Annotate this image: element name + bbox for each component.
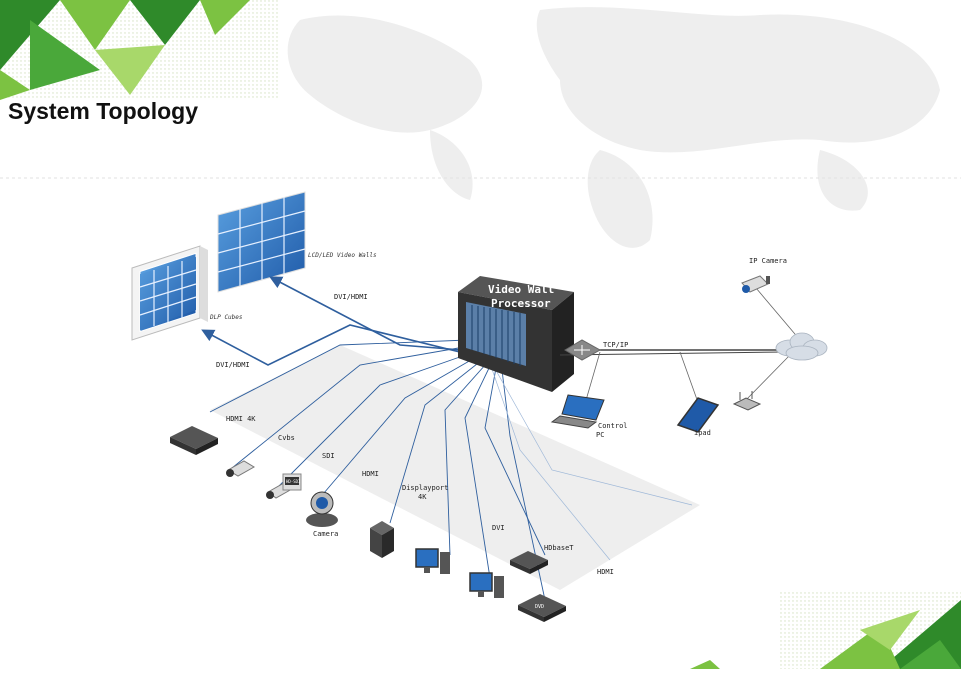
label-dvi-hdmi-top: DVI/HDMI — [334, 293, 368, 301]
processor-label-line2: Processor — [491, 297, 551, 310]
hdbaset-box-icon — [510, 551, 548, 574]
ip-camera-icon — [741, 275, 770, 293]
tower-pc-icon — [370, 521, 394, 558]
network-cloud — [775, 332, 828, 361]
dvd-player-icon: DVD — [518, 594, 566, 622]
hdmi-4k-source-icon — [170, 426, 218, 455]
label-displayport-1: Displayport — [402, 484, 448, 492]
label-tcp-ip: TCP/IP — [603, 341, 628, 349]
label-hdmi-4k: HDMI 4K — [226, 415, 256, 423]
label-ipad: ipad — [694, 429, 711, 437]
dvd-badge: DVD — [535, 604, 544, 610]
corner-decoration-top-left — [0, 0, 280, 100]
network-switch — [564, 339, 602, 361]
label-ip-camera: IP Camera — [749, 257, 787, 265]
ipad-icon — [676, 397, 720, 433]
label-control-pc-1: Control — [598, 422, 628, 430]
label-hdbaset: HDbaseT — [544, 544, 574, 552]
floor-plane — [210, 345, 700, 590]
wall-links — [201, 276, 487, 366]
input-links — [209, 339, 546, 601]
label-sdi: SDI — [322, 452, 335, 460]
processor-label-line1: Video Wall — [488, 283, 554, 296]
router-icon — [732, 391, 762, 411]
label-control-pc-2: PC — [596, 431, 604, 439]
monitor-displayport-icon — [415, 548, 450, 574]
dlp-cubes — [131, 245, 208, 341]
label-camera: Camera — [313, 530, 338, 538]
world-map-backdrop — [287, 7, 940, 248]
network-links — [559, 349, 786, 356]
label-dvi: DVI — [492, 524, 505, 532]
page-title: System Topology — [8, 98, 198, 124]
label-cvbs: Cvbs — [278, 434, 295, 442]
cvbs-camera-icon — [226, 460, 255, 477]
video-wall-processor: Video Wall Processor — [458, 276, 574, 392]
monitor-dvi-icon — [469, 572, 504, 598]
led-video-wall — [217, 191, 306, 293]
label-dvi-hdmi-left: DVI/HDMI — [216, 361, 250, 369]
ptz-camera-icon — [306, 491, 338, 527]
control-pc-laptop-icon — [550, 394, 605, 429]
corner-decoration-bottom-right — [690, 590, 961, 669]
hdsdi-camera-icon: HD-SDI — [266, 473, 302, 499]
label-dlp-cubes: DLP Cubes — [209, 314, 243, 321]
network-links-thin — [581, 287, 801, 415]
input-links-light — [479, 341, 693, 561]
label-displayport-2: 4K — [418, 493, 427, 501]
hdsdi-badge: HD-SDI — [286, 479, 301, 484]
label-hdmi: HDMI — [362, 470, 379, 478]
label-led-walls: LCD/LED Video Walls — [308, 252, 377, 259]
label-hdmi-bottom: HDMI — [597, 568, 614, 576]
